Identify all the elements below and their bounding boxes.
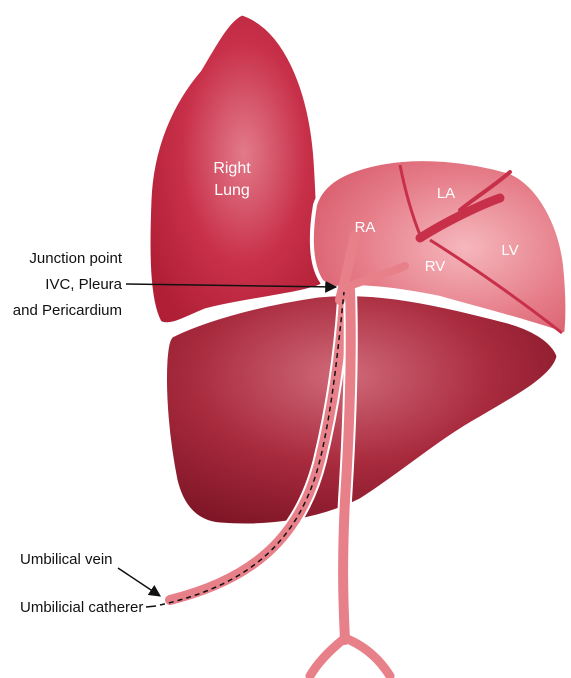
iliac-left [310,638,345,676]
la-label: LA [437,185,455,202]
junction-label-line1: Junction point [29,250,122,267]
umbilical-vein-arrow [118,568,160,596]
ra-label: RA [355,219,376,236]
umbilical-vein-label: Umbilical vein [20,551,113,568]
catheter-label: Umbilicial catherer [20,599,143,616]
iliac-right [345,638,390,676]
liver [165,295,558,525]
catheter-label-dash [146,606,156,607]
junction-label-line3: and Pericardium [13,302,122,319]
junction-label-line2: IVC, Pleura [45,276,122,293]
rv-label: RV [425,258,446,275]
lung-label-line1: Right [213,160,251,177]
lv-label: LV [501,242,518,259]
lung-label-line2: Lung [214,182,250,199]
